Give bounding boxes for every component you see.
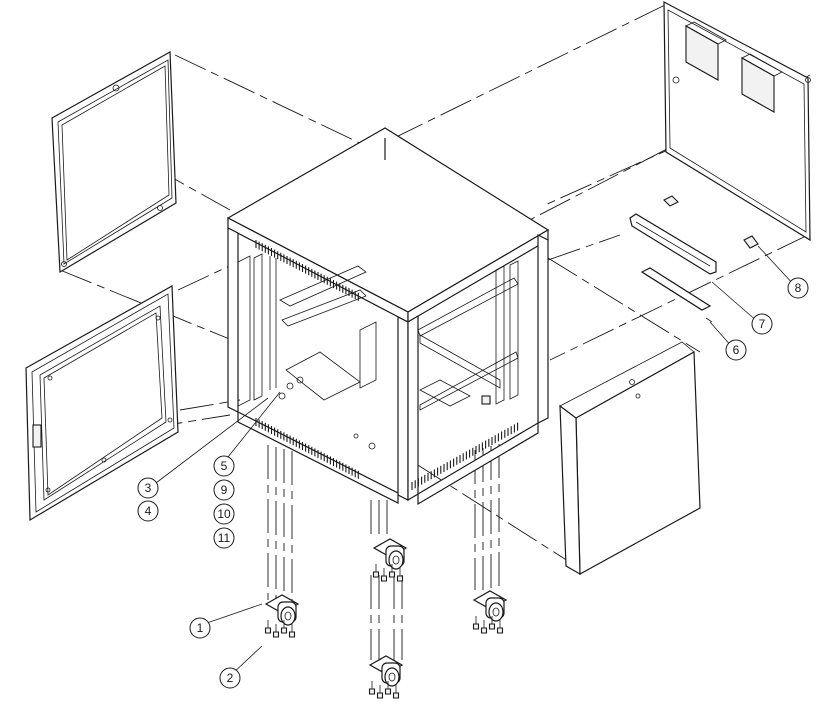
bolt [368,688,376,695]
callout-1: 1 [189,617,211,639]
callout-6: 6 [725,339,747,361]
svg-text:2: 2 [227,671,234,685]
caster-wheel [264,594,300,638]
bolt [472,623,480,630]
bolt [264,627,272,634]
bolt [480,627,488,634]
svg-text:8: 8 [795,281,802,295]
bolt [496,627,504,634]
vent-slots [255,240,519,490]
bolt [388,571,396,578]
bolt [384,688,392,695]
svg-text:7: 7 [759,317,766,331]
callout-7: 7 [751,313,773,335]
caster-wheel [372,538,408,582]
bolt [272,631,280,638]
bolt [372,571,380,578]
bolt [396,575,404,582]
bolt [380,575,388,582]
rear-panel [51,50,177,274]
side-panel-lower-right [559,341,701,576]
svg-text:1: 1 [197,621,204,635]
leader-lines [151,245,796,675]
bolt [288,631,296,638]
front-door [25,284,179,522]
callout-3: 3 [137,477,159,499]
svg-text:6: 6 [733,343,740,357]
svg-text:10: 10 [217,507,231,521]
bolt [280,627,288,634]
bolt [488,623,496,630]
svg-text:11: 11 [218,531,231,545]
svg-text:9: 9 [221,483,228,497]
bolt [376,692,384,699]
callout-5: 5 [213,455,235,477]
svg-text:3: 3 [145,481,152,495]
callout-9: 9 [213,479,235,501]
callout-11: 11 [213,527,235,549]
svg-text:5: 5 [221,459,228,473]
svg-text:4: 4 [145,504,152,518]
callout-8: 8 [787,277,809,299]
callout-4: 4 [137,500,159,522]
bolt [392,692,400,699]
mounting-bracket [629,195,759,323]
caster-wheel [368,655,404,699]
callout-10: 10 [213,503,235,525]
callout-2: 2 [219,667,241,689]
callouts: 1 2 3 4 5 9 10 11 6 7 8 [137,277,809,689]
casters [264,538,508,699]
right-side-panel [663,0,811,242]
caster-wheel [472,590,508,634]
